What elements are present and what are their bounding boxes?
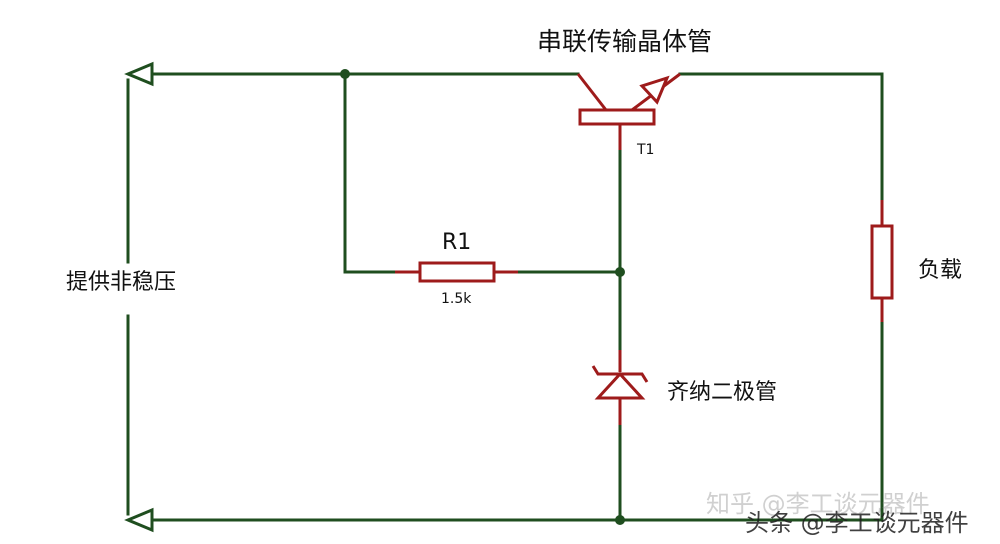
- load-label: 负载: [918, 258, 963, 283]
- r1-body: [418, 261, 496, 283]
- transistor-t1: [576, 72, 681, 150]
- junction-dots: [340, 69, 625, 525]
- transistor-emitter-arrow: [639, 75, 670, 105]
- zener-cathode-bar: [591, 365, 649, 383]
- load-body: [870, 224, 894, 300]
- resistor-r1: [395, 261, 518, 283]
- resistor-value-label: 1.5k: [441, 291, 472, 307]
- input-arrow-bottom: [124, 507, 154, 533]
- watermark-zhihu: 知乎 @李工谈元器件: [706, 490, 930, 518]
- input-arrow-top: [124, 61, 154, 87]
- zener-triangle: [594, 371, 646, 400]
- junction-dot-top: [340, 69, 350, 79]
- junction-dot-bottom: [615, 515, 625, 525]
- transistor-base-bar: [578, 108, 656, 126]
- zener-label: 齐纳二极管: [667, 380, 778, 405]
- watermark-toutiao: 头条 @李工谈元器件: [745, 509, 969, 537]
- resistor-ref-label: R1: [442, 230, 472, 255]
- input-voltage-label: 提供非稳压: [66, 270, 177, 295]
- transistor-collector-lead: [576, 73, 608, 111]
- zener-diode: [591, 350, 649, 425]
- transistor-title: 串联传输晶体管: [537, 27, 713, 56]
- input-terminals: [124, 61, 154, 533]
- junction-dot-base: [615, 267, 625, 277]
- load-resistor: [870, 200, 894, 322]
- transistor-ref-label: T1: [637, 142, 655, 158]
- wires: [126, 72, 884, 522]
